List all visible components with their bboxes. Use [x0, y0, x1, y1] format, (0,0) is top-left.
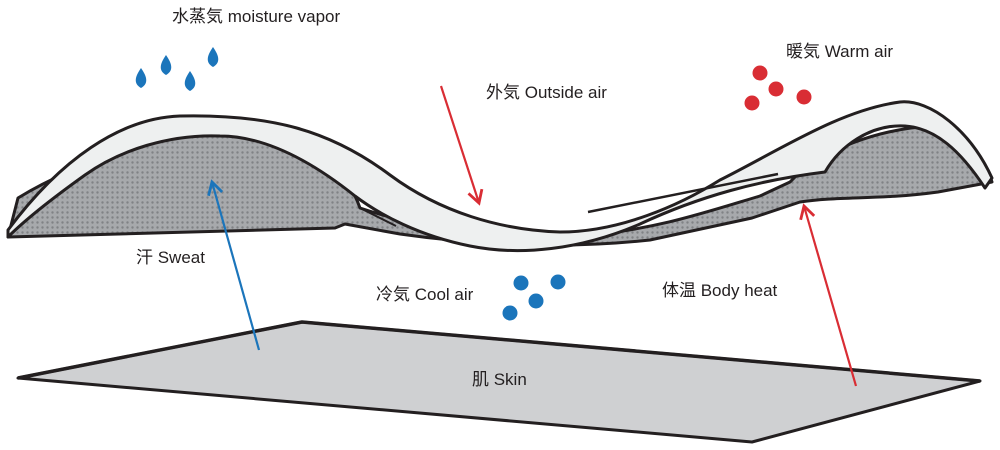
fabric-inner-seam	[587, 172, 779, 214]
warm-air-particles	[744, 65, 812, 111]
outside-air-label: 外気 Outside air	[486, 83, 607, 102]
skin-label: 肌 Skin	[472, 370, 527, 389]
water-drop-icon	[160, 55, 172, 75]
skin-layer-edge	[17, 320, 981, 383]
body-heat-arrow	[799, 203, 858, 387]
warm-air-particle-icon	[768, 81, 784, 97]
warm-air-particle-icon	[796, 89, 812, 105]
warm-air-label: 暖気 Warm air	[786, 42, 893, 61]
cool-air-particle-icon	[513, 275, 529, 291]
cool-air-particles	[502, 274, 566, 321]
sweat-arrow	[207, 179, 261, 351]
cool-air-particle-icon	[528, 293, 544, 309]
cool-air-particle-icon	[550, 274, 566, 290]
warm-air-particle-icon	[744, 95, 760, 111]
cool-air-label: 冷気 Cool air	[376, 285, 474, 304]
fabric-inner-seam-2	[359, 207, 397, 227]
water-drop-icon	[135, 68, 147, 88]
water-drop-icon	[207, 47, 219, 67]
fabric-outer-layer	[6, 100, 994, 253]
water-drop-icon	[184, 71, 196, 91]
moisture-vapor-drops	[135, 47, 219, 91]
body-heat-label: 体温 Body heat	[662, 281, 778, 300]
outside-air-arrow	[439, 85, 484, 206]
moisture-vapor-label: 水蒸気 moisture vapor	[172, 7, 340, 26]
warm-air-particle-icon	[752, 65, 768, 81]
sweat-label: 汗 Sweat	[136, 248, 205, 267]
cool-air-particle-icon	[502, 305, 518, 321]
